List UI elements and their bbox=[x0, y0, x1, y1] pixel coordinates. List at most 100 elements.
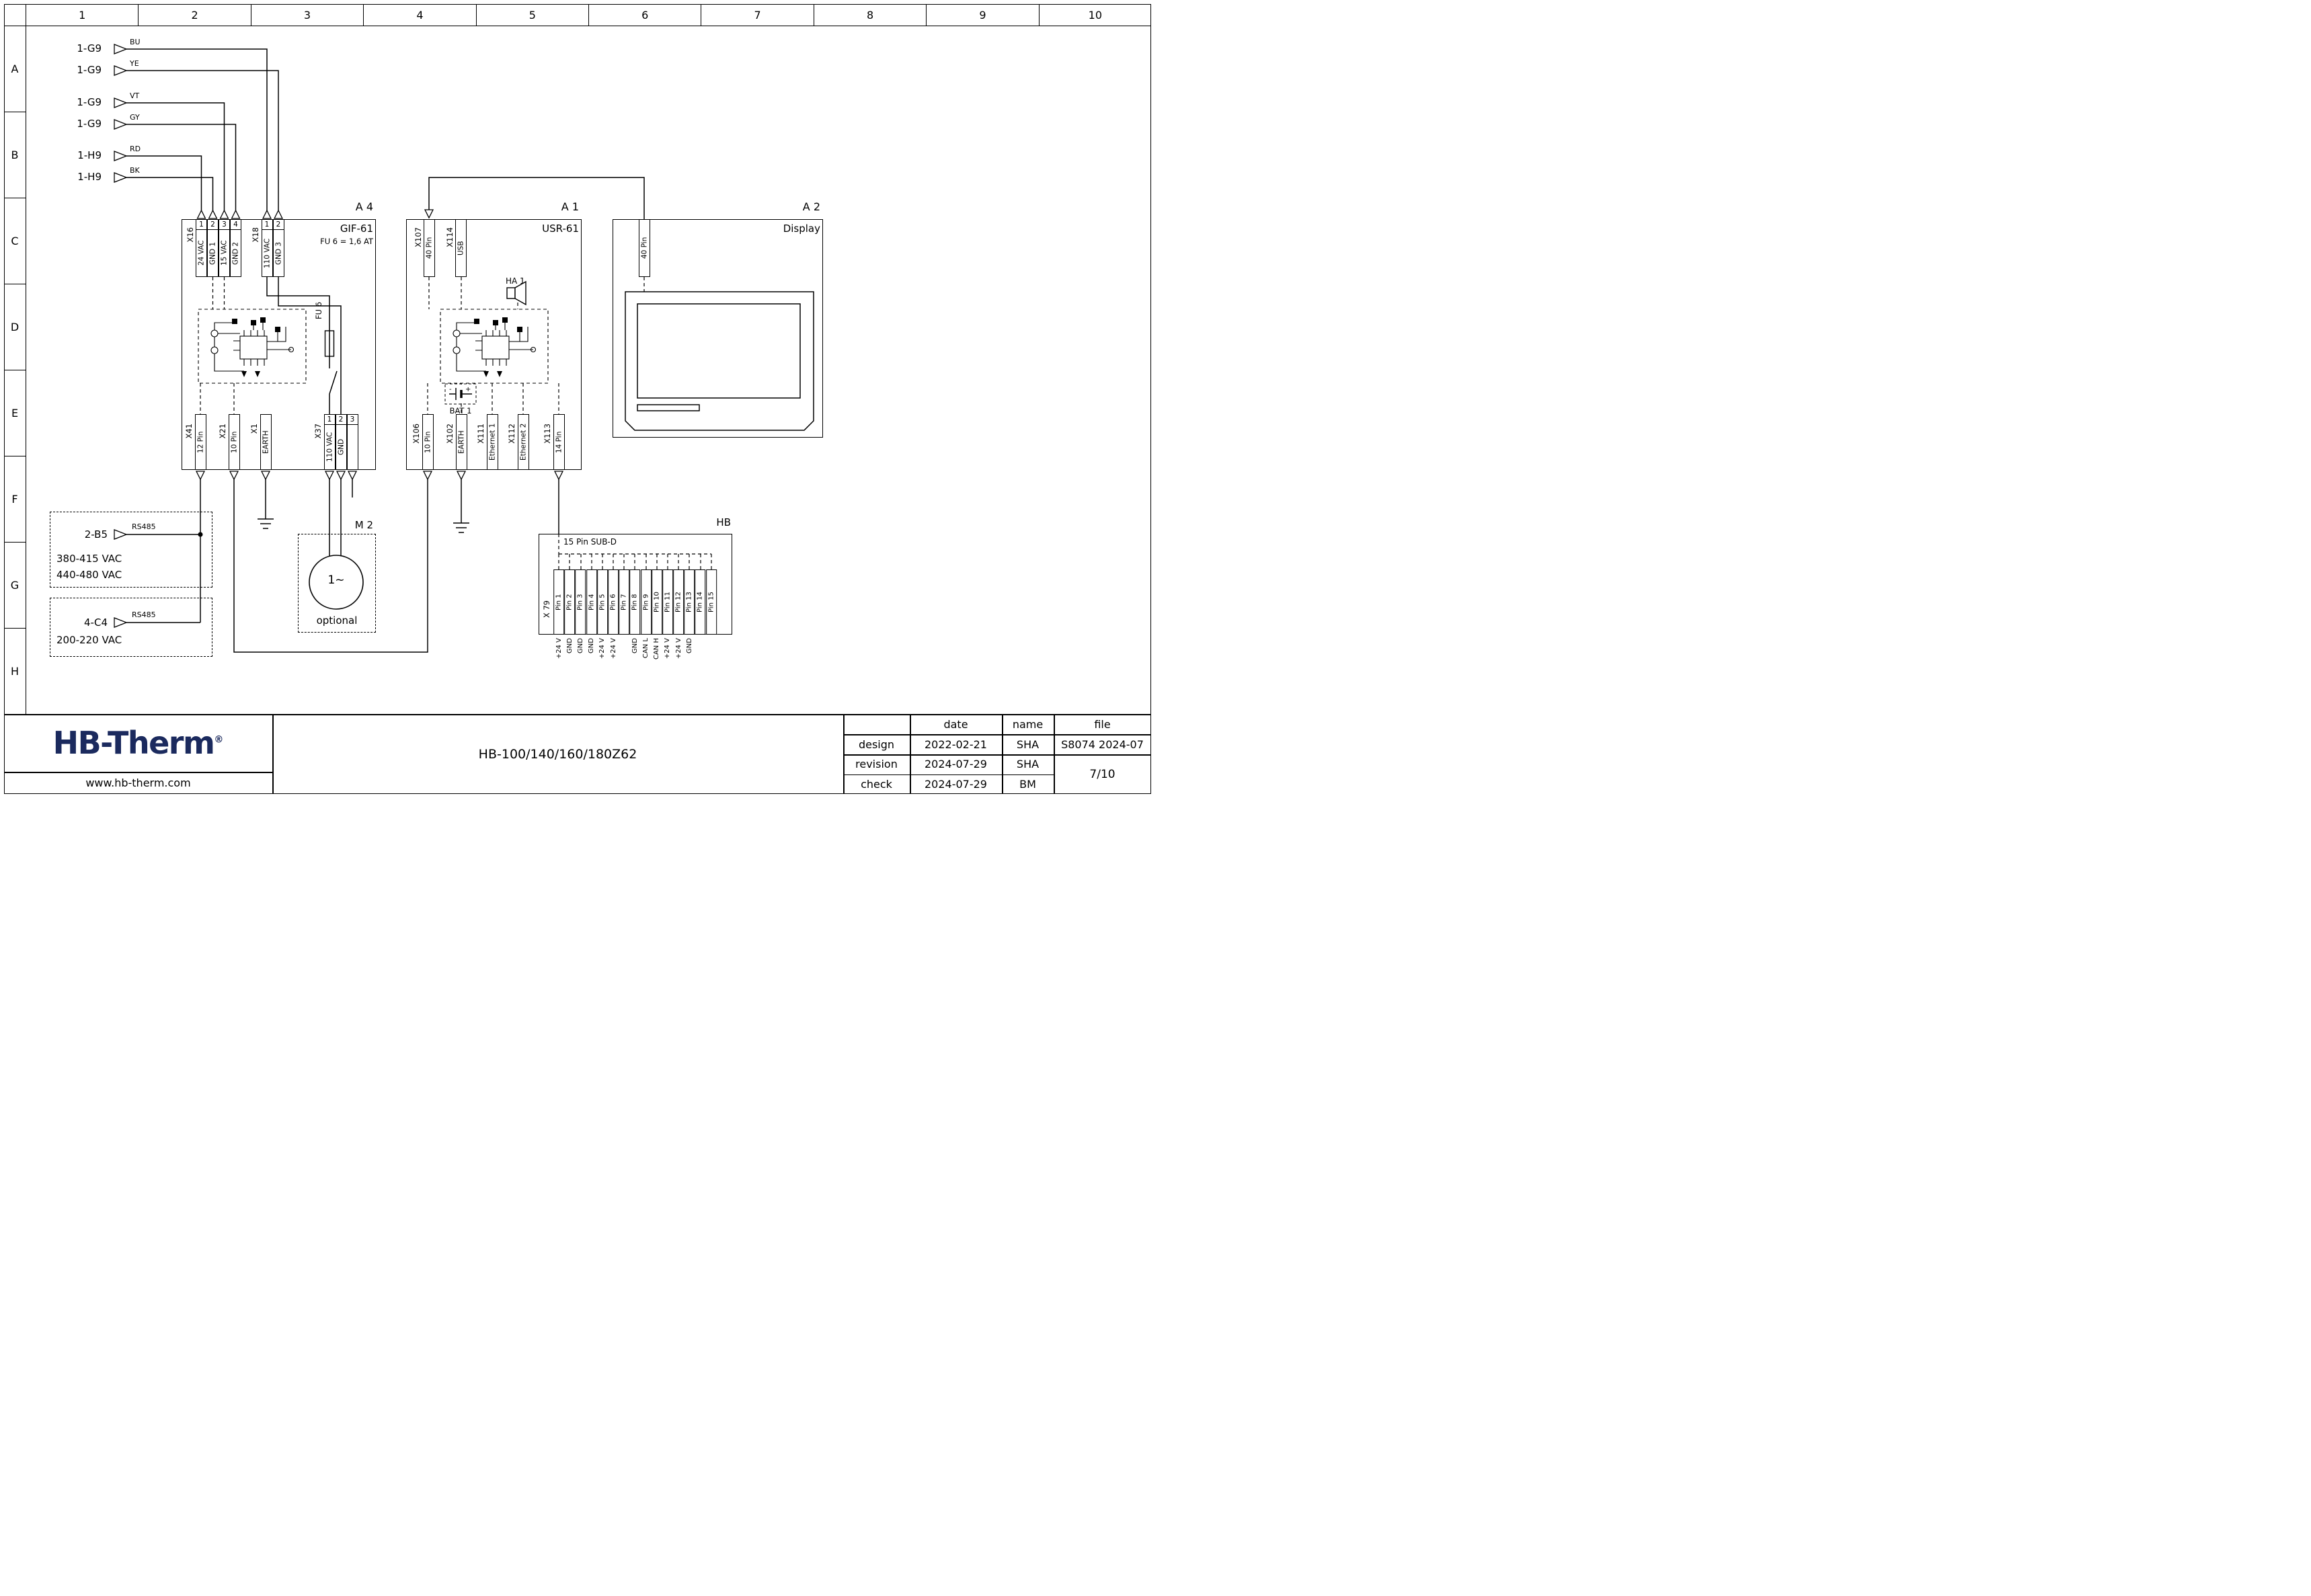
pin-signal: GND bbox=[631, 638, 639, 653]
subd-pin-column: Pin 13 GND bbox=[684, 569, 695, 660]
connector-pin: 1 24 VAC bbox=[196, 219, 207, 277]
row-label: D bbox=[4, 284, 26, 370]
pin-number: Pin 13 bbox=[684, 569, 695, 635]
connector-x18: 1 110 VAC 2 GND 3 bbox=[261, 219, 284, 277]
pin-signal: GND 1 bbox=[208, 241, 217, 265]
supply-voltage: 440-480 VAC bbox=[56, 569, 122, 581]
subd-pin-column: Pin 14 bbox=[695, 569, 706, 660]
sheet-border bbox=[4, 4, 1151, 794]
wire-color-code: GY bbox=[130, 113, 140, 122]
block-ref: A 1 bbox=[561, 200, 579, 213]
connector-pin: 1 110 VAC bbox=[323, 414, 336, 470]
pin-signal: GND bbox=[337, 438, 345, 456]
supply-tag: 2-B5 bbox=[84, 528, 108, 541]
pin-number: Pin 9 bbox=[640, 569, 652, 635]
pin-signal: USB bbox=[457, 241, 465, 255]
pin-number: 2 bbox=[273, 220, 284, 230]
row-label-revision: revision bbox=[855, 758, 898, 771]
connector-pin: 1 110 VAC bbox=[261, 219, 273, 277]
subd-pin-column: Pin 1 +24 V bbox=[553, 569, 565, 660]
titleblock-line bbox=[1002, 714, 1003, 794]
pin-signal: +24 V bbox=[664, 638, 672, 660]
block-ref: A 4 bbox=[355, 200, 373, 213]
drawing-title: HB-100/140/160/180Z62 bbox=[478, 746, 637, 762]
connector-label-x107: X107 bbox=[414, 227, 423, 247]
connector-label-x18: X18 bbox=[251, 227, 260, 243]
pin-signal: EARTH bbox=[262, 430, 270, 454]
row-label: F bbox=[4, 456, 26, 542]
connector-x41: 12 Pin bbox=[194, 414, 206, 470]
row-label: B bbox=[4, 112, 26, 198]
pin-signal: 12 Pin bbox=[196, 431, 204, 453]
block-ref: HB bbox=[716, 516, 731, 528]
revision-name: SHA bbox=[1016, 758, 1040, 771]
wire-color-code: RD bbox=[130, 145, 141, 153]
supply-voltage: 380-415 VAC bbox=[56, 553, 122, 565]
pin-number: 1 bbox=[324, 415, 335, 425]
pin-number: Pin 2 bbox=[564, 569, 576, 635]
subd-pin-column: Pin 12 +24 V bbox=[673, 569, 684, 660]
logo-registered-mark: ® bbox=[214, 734, 224, 746]
pin-number: 1 bbox=[262, 220, 272, 230]
pin-signal: 110 VAC bbox=[325, 432, 334, 463]
pin-signal: 14 Pin bbox=[555, 431, 563, 453]
pin-number: Pin 1 bbox=[553, 569, 565, 635]
pin-number: Pin 6 bbox=[607, 569, 619, 635]
connector-label-x1: X1 bbox=[249, 424, 259, 434]
pin-signal: Ethernet 1 bbox=[488, 423, 496, 461]
wire-color-code: YE bbox=[130, 59, 139, 68]
pin-number: Pin 15 bbox=[705, 569, 717, 635]
connector-pin: 2 GND 3 bbox=[272, 219, 284, 277]
pin-signal bbox=[348, 425, 358, 469]
row-label: H bbox=[4, 628, 26, 714]
pin-signal: +24 V bbox=[674, 638, 682, 660]
row-label: G bbox=[4, 542, 26, 628]
fuse-label: FU 6 bbox=[314, 302, 323, 320]
pin-signal: GND 3 bbox=[274, 241, 282, 265]
pin-number: Pin 11 bbox=[662, 569, 674, 635]
connector-label-x113: X113 bbox=[543, 424, 552, 444]
connector-label-x41: X41 bbox=[184, 424, 194, 439]
pin-number: Pin 4 bbox=[586, 569, 597, 635]
subd-pin-column: Pin 9 CAN L bbox=[640, 569, 652, 660]
pin-number: 4 bbox=[231, 220, 241, 230]
connector-pin: 3 15 VAC bbox=[219, 219, 230, 277]
subd-pin-column: Pin 5 +24 V bbox=[596, 569, 608, 660]
connector-label-x37: X37 bbox=[313, 424, 323, 439]
connector-pin: 2 GND 1 bbox=[207, 219, 219, 277]
pin-signal: Ethernet 2 bbox=[519, 423, 527, 461]
pin-number: 2 bbox=[336, 415, 346, 425]
titleblock-top-line bbox=[4, 714, 1151, 715]
pin-signal: +24 V bbox=[609, 638, 617, 660]
pin-signal: GND bbox=[565, 638, 574, 653]
pin-number: Pin 10 bbox=[651, 569, 662, 635]
column-label: 10 bbox=[1038, 4, 1151, 26]
column-label: 2 bbox=[138, 4, 250, 26]
bus-label: RS485 bbox=[132, 610, 156, 619]
pin-signal: GND 2 bbox=[231, 241, 240, 265]
pin-signal: 40 Pin bbox=[640, 237, 648, 260]
connector-x106: 10 Pin bbox=[422, 414, 434, 470]
titleblock-line bbox=[1054, 714, 1055, 794]
row-label: E bbox=[4, 370, 26, 456]
connector-label-x106: X106 bbox=[412, 424, 421, 444]
pin-number: 1 bbox=[196, 220, 206, 230]
titleblock-line bbox=[272, 714, 274, 794]
connector-x113: 14 Pin bbox=[553, 414, 565, 470]
subd-pin-column: Pin 11 +24 V bbox=[662, 569, 674, 660]
revision-date: 2024-07-29 bbox=[925, 758, 987, 771]
pin-signal: GND bbox=[576, 638, 584, 653]
connector-x37: 1 110 VAC 2 GND 3 bbox=[323, 414, 358, 470]
row-label-check: check bbox=[861, 777, 892, 791]
subd-pin-column: Pin 6 +24 V bbox=[607, 569, 619, 660]
pin-number: Pin 7 bbox=[619, 569, 630, 635]
pin-number: 2 bbox=[208, 220, 218, 230]
column-label: 4 bbox=[363, 4, 475, 26]
device-name: Display bbox=[783, 223, 820, 235]
connector-label-x112: X112 bbox=[507, 424, 516, 444]
design-date: 2022-02-21 bbox=[925, 737, 987, 751]
feed-tag: 1-H9 bbox=[77, 149, 102, 161]
pin-number: Pin 5 bbox=[596, 569, 608, 635]
